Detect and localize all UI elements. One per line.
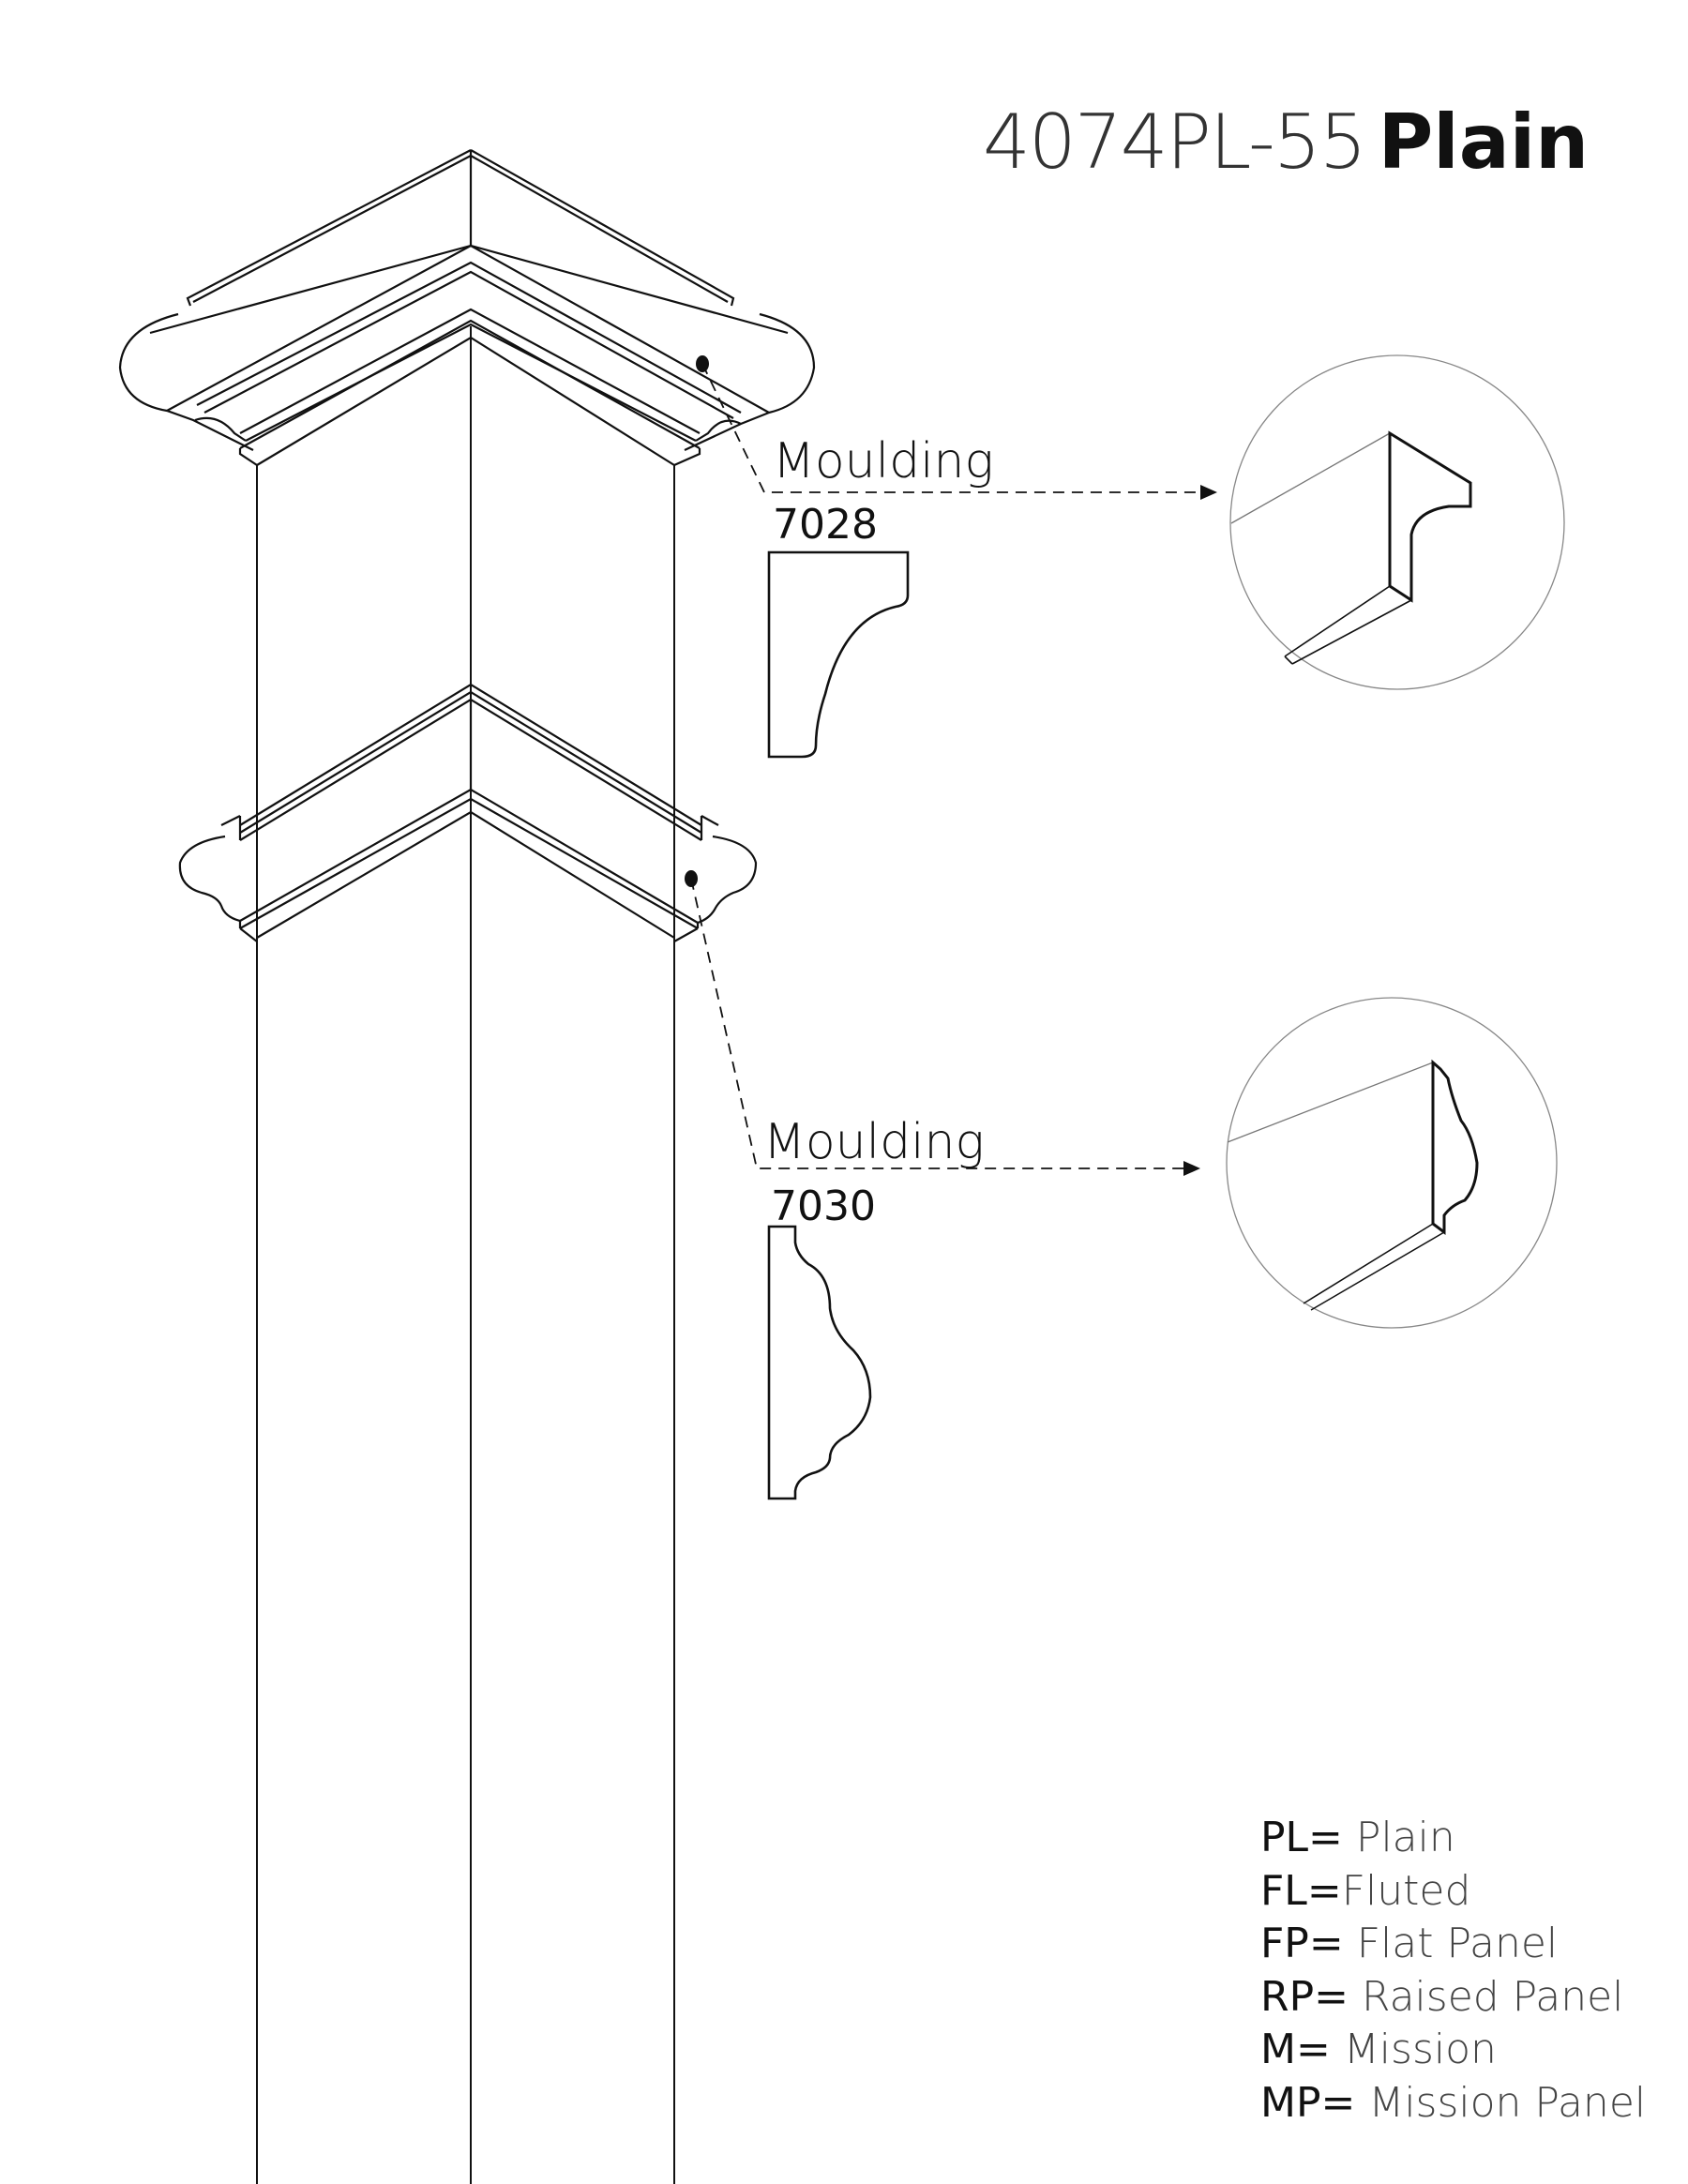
model-code: 4074PL-55 (983, 98, 1367, 186)
legend-item: M= Mission (1260, 2026, 1497, 2073)
callout-leader-7028 (696, 355, 1217, 500)
part-number-2: 7030 (771, 1182, 876, 1230)
legend-item: MP= Mission Panel (1260, 2078, 1647, 2127)
callout-label-2: Moulding (763, 1114, 985, 1170)
detail-circle-7028 (1229, 354, 1565, 690)
lower-cap (178, 683, 758, 942)
legend-item: PL= Plain (1260, 1814, 1455, 1861)
legend-item: RP= Raised Panel (1260, 1972, 1624, 2021)
abbreviation-legend: PL= Plain FL=Fluted FP= Flat Panel RP= R… (1260, 1812, 1646, 2130)
part-number-1: 7028 (773, 501, 878, 549)
profile-7030 (767, 1225, 872, 1500)
legend-item: FL=Fluted (1260, 1866, 1471, 1915)
legend-item: FP= Flat Panel (1260, 1920, 1559, 1967)
profile-7028 (767, 550, 910, 759)
callout-label-1: Moulding (773, 433, 994, 490)
top-cap (118, 149, 816, 467)
column-shaft (256, 326, 675, 2184)
model-style: Plain (1378, 98, 1590, 186)
detail-circle-7030 (1226, 997, 1558, 1329)
callout-leader-7030 (685, 870, 1200, 1176)
